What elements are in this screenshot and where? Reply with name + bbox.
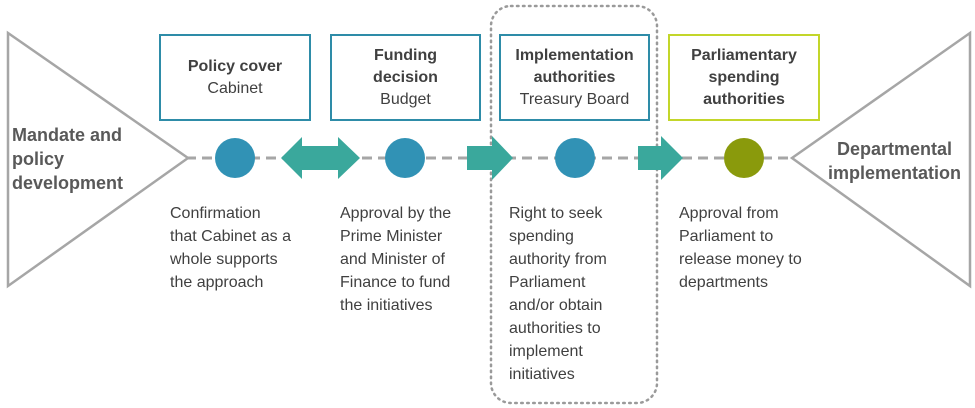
stage-3-title-line-2: authorities — [533, 68, 616, 86]
stage-3-desc-line-2: spending — [509, 228, 574, 245]
stage-box-parliamentary-spending: Parliamentary spending authorities — [668, 34, 820, 121]
stage-3-description: Right to seek spending authority from Pa… — [509, 202, 607, 386]
left-endpoint-line-1: Mandate and — [12, 125, 123, 145]
double-arrow-connector — [281, 137, 360, 179]
stage-4-description: Approval from Parliament to release mone… — [679, 202, 802, 294]
stage-3-subtitle: Treasury Board — [519, 90, 630, 108]
stage-4-desc-line-1: Approval from — [679, 205, 779, 222]
stage-box-implementation-authorities: Implementation authorities Treasury Boar… — [499, 34, 650, 121]
stage-3-desc-line-6: authorities to — [509, 320, 601, 337]
stage-4-desc-line-3: release money to — [679, 251, 802, 268]
stage-node-3 — [555, 138, 595, 178]
stage-box-funding-decision: Funding decision Budget — [330, 34, 481, 121]
stage-box-policy-cover: Policy cover Cabinet — [159, 34, 311, 121]
arrow-connector-2 — [467, 136, 513, 180]
stage-2-description: Approval by the Prime Minister and Minis… — [340, 202, 451, 317]
stage-1-desc-line-1: Confirmation — [170, 205, 261, 222]
stage-4-title-line-1: Parliamentary — [691, 46, 797, 64]
right-endpoint-triangle — [789, 30, 972, 289]
stage-4-desc-line-4: departments — [679, 274, 768, 291]
stage-3-desc-line-5: and/or obtain — [509, 297, 603, 314]
stage-3-title-line-1: Implementation — [515, 46, 634, 64]
stage-1-desc-line-4: the approach — [170, 274, 264, 291]
left-endpoint-triangle — [6, 30, 191, 289]
left-endpoint-line-3: development — [12, 173, 124, 193]
stage-1-subtitle: Cabinet — [207, 79, 263, 97]
stage-node-1 — [215, 138, 255, 178]
stage-1-title: Policy cover — [187, 57, 283, 75]
stage-2-desc-line-4: Finance to fund — [340, 274, 451, 291]
stage-4-title-line-2: spending — [708, 68, 780, 86]
arrow-connector-3 — [638, 136, 683, 180]
stage-2-desc-line-2: Prime Minister — [340, 228, 443, 245]
stage-2-title-line-2: decision — [373, 68, 438, 86]
stage-node-2 — [385, 138, 425, 178]
stage-4-title-line-3: authorities — [703, 90, 785, 108]
stage-2-subtitle: Budget — [380, 90, 431, 108]
stage-4-desc-line-2: Parliament to — [679, 228, 774, 245]
stage-3-desc-line-3: authority from — [509, 251, 607, 268]
stage-2-title-line-1: Funding — [373, 46, 438, 64]
stage-node-4 — [724, 138, 764, 178]
highlight-dotted-frame — [489, 4, 659, 405]
right-endpoint-line-1: Departmental — [836, 139, 953, 159]
left-endpoint-line-2: policy — [12, 149, 65, 169]
right-endpoint-label: Departmental implementation — [828, 137, 961, 185]
stage-3-desc-line-1: Right to seek — [509, 205, 603, 222]
right-endpoint-line-2: implementation — [828, 163, 962, 183]
stage-2-desc-line-1: Approval by the — [340, 205, 452, 222]
stage-3-desc-line-7: implement — [509, 343, 583, 360]
stage-3-desc-line-4: Parliament — [509, 274, 586, 291]
left-endpoint-label: Mandate and policy development — [12, 123, 123, 195]
stage-1-description: Confirmation that Cabinet as a whole sup… — [170, 202, 291, 294]
stage-1-desc-line-2: that Cabinet as a — [170, 228, 291, 245]
stage-2-desc-line-5: the initiatives — [340, 297, 433, 314]
stage-2-desc-line-3: and Minister of — [340, 251, 445, 268]
stage-1-desc-line-3: whole supports — [170, 251, 278, 268]
stage-3-desc-line-8: initiatives — [509, 366, 575, 383]
